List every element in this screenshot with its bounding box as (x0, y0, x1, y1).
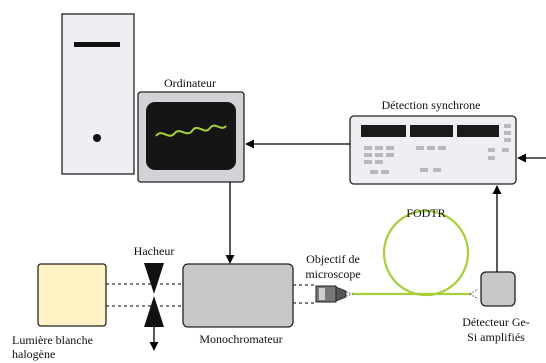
signal-arrows (225, 139, 546, 272)
objective-label-line2: microscope (305, 267, 361, 281)
fiber-label: FODTR (406, 206, 446, 220)
fiber-coil-icon (353, 209, 470, 297)
monitor-icon (137, 91, 245, 183)
chopper-icon (144, 263, 164, 351)
lock-in-amplifier-icon (349, 115, 517, 185)
lockin-label: Détection synchrone (381, 98, 481, 112)
detector-icon (480, 271, 516, 307)
lamp-label-line1: Lumière blanche (12, 333, 93, 347)
output-beam (293, 284, 316, 304)
fiber-output-cone (469, 288, 479, 300)
screen-wave (155, 124, 227, 137)
detector-label-line2: Si amplifiés (467, 330, 525, 344)
computer-tower-icon (61, 13, 135, 175)
objective-label-line1: Objectif de (306, 252, 360, 266)
light-beam (106, 283, 183, 307)
lamp-label-line2: halogène (12, 347, 56, 361)
detector-label-line1: Détecteur Ge- (462, 315, 530, 329)
monochromator-label: Monochromateur (199, 332, 283, 346)
chopper-label: Hacheur (133, 244, 175, 258)
halogen-lamp-icon (37, 263, 107, 327)
monochromator-icon (182, 263, 294, 328)
microscope-objective-icon (315, 285, 354, 303)
computer-label: Ordinateur (164, 76, 216, 90)
